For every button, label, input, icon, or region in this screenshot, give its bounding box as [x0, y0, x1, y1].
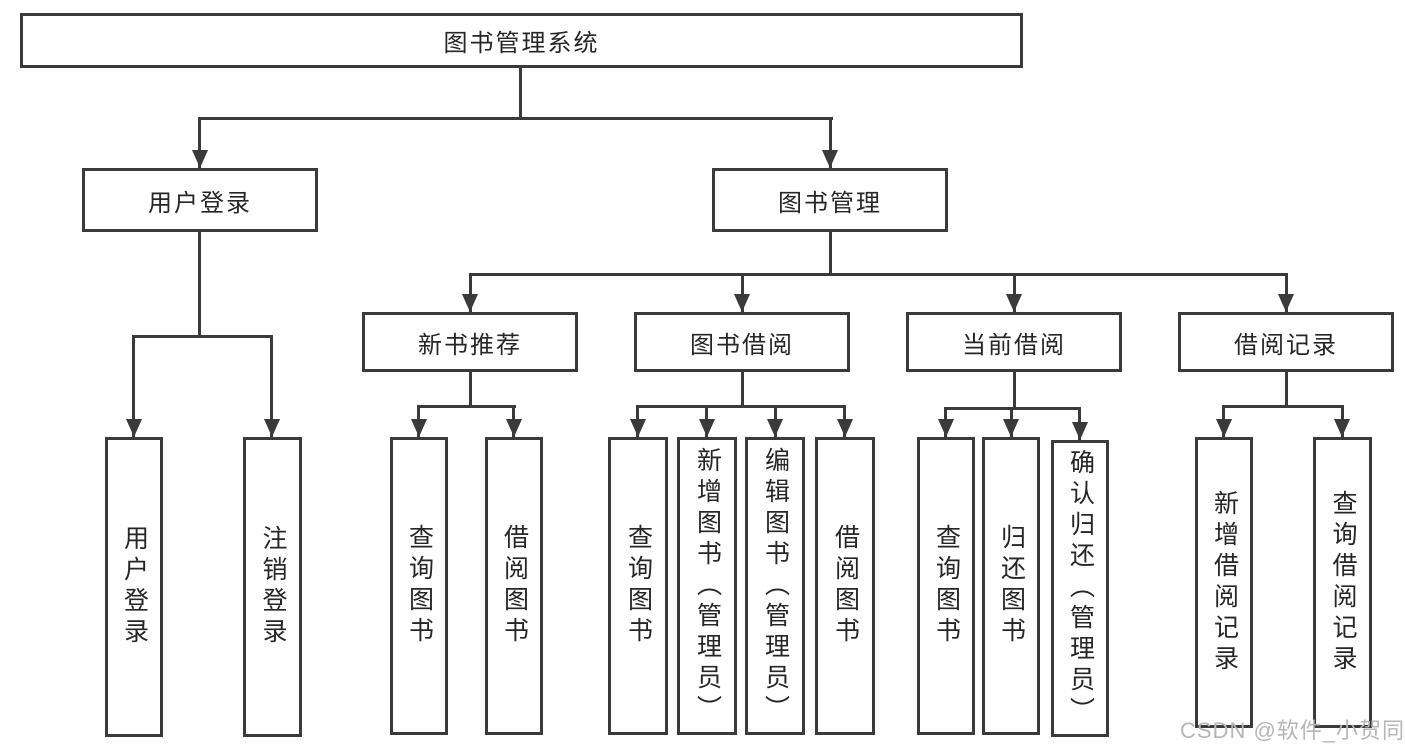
leaf-record-query: 查询借阅记录 — [1313, 437, 1372, 728]
connector-book-borrow-trunk — [741, 372, 744, 408]
leaf-newbook-query-label: 查询图书 — [405, 524, 434, 648]
connector-user-login-branch — [132, 335, 273, 338]
node-borrow-record: 借阅记录 — [1178, 312, 1394, 372]
leaf-newbook-query: 查询图书 — [390, 437, 448, 735]
arrow-down-icon — [126, 419, 142, 437]
arrow-down-icon — [699, 419, 715, 437]
arrow-down-icon — [264, 419, 280, 437]
node-user-login-label: 用户登录 — [148, 189, 252, 217]
node-user-login: 用户登录 — [82, 168, 318, 232]
arrow-down-icon — [630, 419, 646, 437]
leaf-user-login-label: 用户登录 — [120, 525, 149, 649]
connector-user-login-trunk — [198, 232, 201, 338]
node-root: 图书管理系统 — [20, 13, 1023, 68]
connector-drop-book-mgmt — [829, 117, 832, 168]
leaf-borrow-borrow-book-label: 借阅图书 — [831, 524, 860, 648]
leaf-newbook-borrow-label: 借阅图书 — [500, 524, 529, 648]
arrow-down-icon — [506, 419, 522, 437]
connector-drop-book-borrow — [741, 273, 744, 312]
node-current-borrow: 当前借阅 — [906, 312, 1122, 372]
arrow-down-icon — [1006, 294, 1022, 312]
arrow-down-icon — [734, 294, 750, 312]
connector-current-borrow-branch — [945, 407, 1081, 410]
leaf-record-add: 新增借阅记录 — [1195, 437, 1253, 728]
arrow-down-icon — [1216, 419, 1232, 437]
leaf-current-return-label: 归还图书 — [997, 524, 1026, 648]
leaf-borrow-add-book: 新增图书（管理员） — [677, 437, 737, 735]
csdn-watermark: CSDN @软件_小贺同学 — [1180, 718, 1405, 743]
node-book-mgmt: 图书管理 — [712, 168, 948, 232]
leaf-logout-label: 注销登录 — [259, 525, 287, 649]
leaf-current-query: 查询图书 — [917, 437, 975, 735]
leaf-borrow-borrow-book: 借阅图书 — [815, 437, 875, 735]
node-borrow-record-label: 借阅记录 — [1234, 331, 1338, 359]
arrow-down-icon — [1072, 422, 1088, 440]
connector-drop-leaf-user-login — [132, 335, 135, 437]
connector-root-trunk — [519, 68, 522, 120]
connector-new-book-branch — [417, 405, 516, 408]
node-book-borrow: 图书借阅 — [634, 312, 850, 372]
leaf-current-return: 归还图书 — [982, 437, 1040, 735]
leaf-record-add-label: 新增借阅记录 — [1210, 489, 1239, 676]
connector-drop-current-borrow — [1013, 273, 1016, 312]
node-book-borrow-label: 图书借阅 — [690, 331, 794, 359]
connector-l3-branch — [469, 273, 1288, 276]
connector-new-book-trunk — [469, 372, 472, 408]
leaf-user-login: 用户登录 — [105, 437, 163, 737]
connector-drop-new-book — [469, 273, 472, 312]
arrow-down-icon — [837, 419, 853, 437]
leaf-borrow-query: 查询图书 — [608, 437, 668, 735]
connector-book-mgmt-trunk — [829, 232, 832, 276]
arrow-down-icon — [1334, 419, 1350, 437]
arrow-down-icon — [411, 419, 427, 437]
leaf-current-confirm-return-label: 确认归还（管理员） — [1066, 449, 1095, 728]
node-new-book: 新书推荐 — [362, 312, 578, 372]
arrow-down-icon — [1003, 419, 1019, 437]
leaf-record-query-label: 查询借阅记录 — [1329, 489, 1357, 676]
arrow-down-icon — [462, 294, 478, 312]
connector-drop-user-login — [198, 117, 201, 168]
connector-book-borrow-branch — [637, 405, 846, 408]
node-book-mgmt-label: 图书管理 — [778, 189, 882, 217]
node-current-borrow-label: 当前借阅 — [962, 331, 1066, 359]
leaf-borrow-query-label: 查询图书 — [624, 524, 653, 648]
connector-l2-branch — [198, 117, 833, 120]
leaf-newbook-borrow: 借阅图书 — [485, 437, 543, 735]
leaf-borrow-edit-book: 编辑图书（管理员） — [745, 437, 805, 735]
connector-borrow-record-branch — [1223, 405, 1344, 408]
leaf-borrow-edit-book-label: 编辑图书（管理员） — [761, 446, 790, 726]
leaf-current-confirm-return: 确认归还（管理员） — [1051, 440, 1109, 737]
node-new-book-label: 新书推荐 — [418, 331, 522, 359]
connector-current-borrow-trunk — [1013, 372, 1016, 410]
arrow-down-icon — [192, 150, 208, 168]
arrow-down-icon — [822, 150, 838, 168]
arrow-down-icon — [938, 419, 954, 437]
connector-borrow-record-trunk — [1285, 372, 1288, 408]
leaf-logout: 注销登录 — [243, 437, 302, 737]
connector-drop-borrow-record — [1285, 273, 1288, 312]
arrow-down-icon — [767, 419, 783, 437]
arrow-down-icon — [1278, 294, 1294, 312]
leaf-borrow-add-book-label: 新增图书（管理员） — [693, 446, 722, 726]
connector-drop-leaf-logout — [270, 335, 273, 437]
leaf-current-query-label: 查询图书 — [932, 524, 961, 648]
node-root-label: 图书管理系统 — [443, 30, 600, 57]
